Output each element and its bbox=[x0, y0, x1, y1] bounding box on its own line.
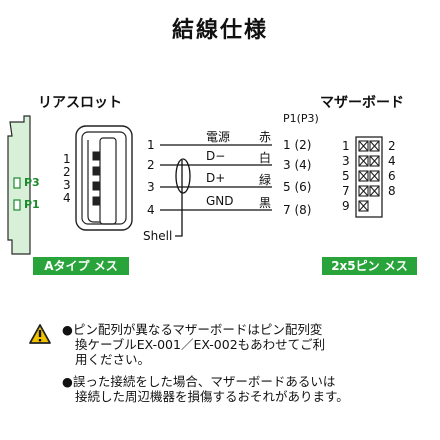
connector-pin-label: 1 bbox=[63, 152, 71, 166]
rear-slot-label: リアスロット bbox=[38, 95, 122, 111]
type-a-female-badge: Aタイプ メス bbox=[33, 257, 129, 275]
header-pin-number: 8 bbox=[388, 184, 396, 198]
connector-pin-label: 4 bbox=[63, 191, 71, 205]
motherboard-label: マザーボード bbox=[320, 95, 404, 111]
header-pin-number: 4 bbox=[388, 154, 396, 168]
page-title: 結線仕様 bbox=[171, 18, 268, 43]
warning-note-1: ●ピン配列が異なるマザーボードはピン配列変 換ケーブルEX-001／EX-002… bbox=[62, 322, 325, 367]
connector-pin-label: 3 bbox=[63, 178, 71, 192]
header-pin-number: 5 bbox=[342, 169, 350, 183]
wires bbox=[160, 144, 272, 237]
pin-header-2x5 bbox=[355, 136, 383, 218]
slot-label-p1: P1 bbox=[24, 198, 40, 211]
wire-to-pin: 7 (8) bbox=[283, 203, 312, 217]
header-pin-number: 1 bbox=[342, 139, 350, 153]
header-row-3 bbox=[358, 170, 380, 182]
wire-signal-name: 電源 bbox=[206, 130, 231, 144]
p1-slot-icon bbox=[13, 199, 21, 211]
warning-line: 用ください。 bbox=[75, 352, 151, 367]
header-pin-number: 6 bbox=[388, 169, 396, 183]
slot-label-p3: P3 bbox=[24, 176, 40, 189]
wire-signal-name: D− bbox=[206, 149, 226, 163]
wire-to-pin: 3 (4) bbox=[283, 158, 312, 172]
header-pin-number: 3 bbox=[342, 154, 350, 168]
warning-line: ●誤った接続をした場合、マザーボードあるいは bbox=[62, 374, 336, 389]
wire-from-pin: 4 bbox=[147, 203, 155, 217]
header-row-4 bbox=[358, 185, 380, 197]
header-row-1 bbox=[358, 140, 380, 152]
wire-color-label: 赤 bbox=[259, 130, 272, 144]
wire-color-label: 黒 bbox=[259, 196, 272, 210]
usb-type-a-connector bbox=[75, 125, 133, 231]
header-pin-number: 9 bbox=[342, 199, 350, 213]
p3-slot-icon bbox=[13, 177, 21, 189]
wire-signal-name: GND bbox=[206, 194, 234, 208]
header-pin-number: 7 bbox=[342, 184, 350, 198]
warning-line: 接続した周辺機器を損傷するおそれがあります。 bbox=[75, 389, 349, 404]
header-row-2 bbox=[358, 155, 380, 167]
header-label: P1(P3) bbox=[283, 112, 319, 125]
wire-from-pin: 1 bbox=[147, 138, 155, 152]
connector-pin-label: 2 bbox=[63, 165, 71, 179]
wire-from-pin: 2 bbox=[147, 158, 155, 172]
header-pin-number: 2 bbox=[388, 139, 396, 153]
warning-line: ●ピン配列が異なるマザーボードはピン配列変 bbox=[62, 322, 323, 337]
wire-color-label: 緑 bbox=[259, 173, 272, 187]
wire-from-pin: 3 bbox=[147, 180, 155, 194]
pin-header-female-badge: 2x5ピン メス bbox=[322, 257, 417, 275]
wire-signal-name: D+ bbox=[206, 171, 226, 185]
warning-note-2: ●誤った接続をした場合、マザーボードあるいは 接続した周辺機器を損傷するおそれが… bbox=[62, 374, 349, 404]
shell-label: Shell bbox=[143, 229, 173, 243]
warning-line: 換ケーブルEX-001／EX-002もあわせてご利 bbox=[75, 337, 326, 352]
wire-to-pin: 5 (6) bbox=[283, 180, 312, 194]
wire-to-pin: 1 (2) bbox=[283, 138, 312, 152]
wire-color-label: 白 bbox=[259, 151, 272, 165]
warning-icon bbox=[29, 324, 51, 344]
header-row-5 bbox=[358, 200, 369, 212]
